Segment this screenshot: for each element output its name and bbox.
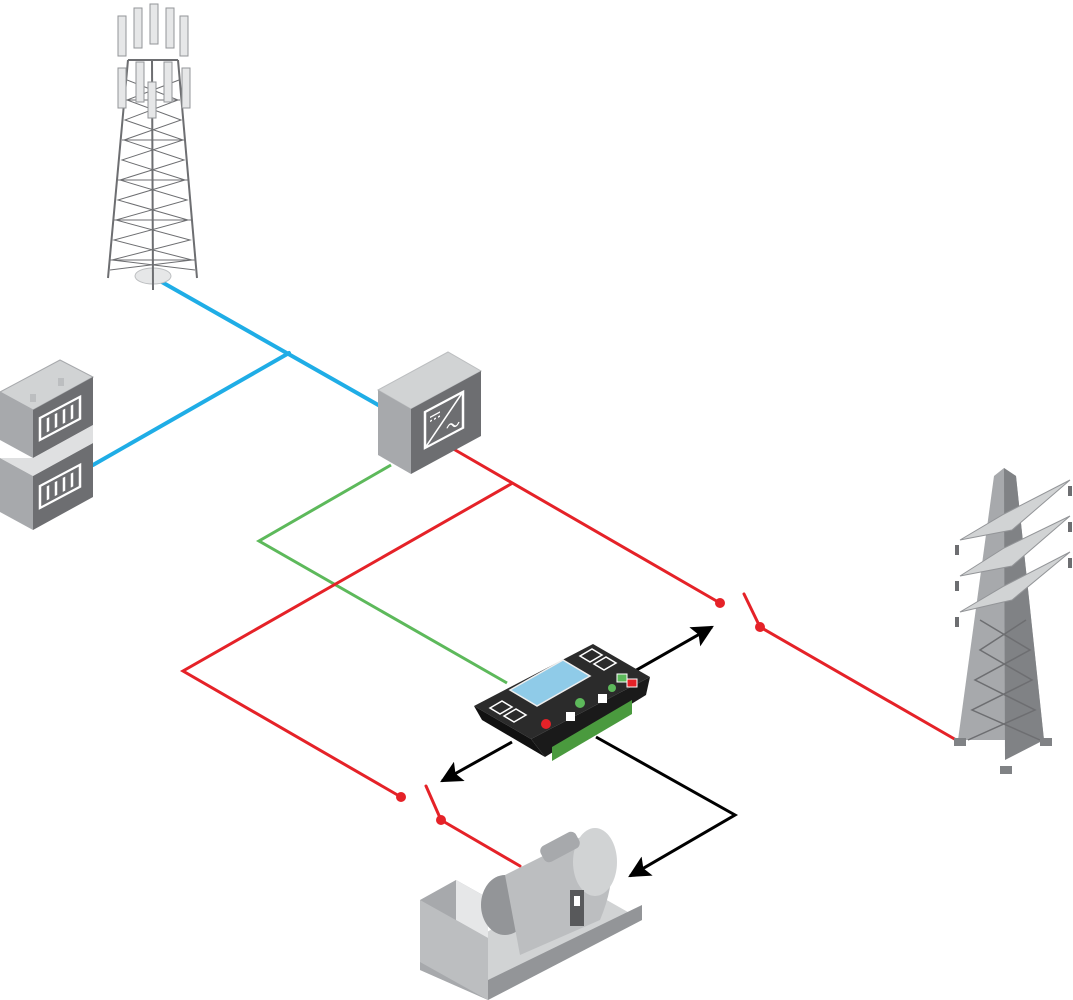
grid-breaker-contact-b [755, 622, 765, 632]
tower-to-inverter-line [158, 279, 382, 408]
power-pylon-icon [954, 468, 1072, 774]
ac-lines [179, 445, 960, 868]
cell-tower-icon [107, 3, 198, 291]
battery-to-junction-line [91, 351, 291, 467]
controller-to-generator-breaker-arrow [440, 740, 513, 783]
generator-breaker-contact-b [436, 815, 446, 825]
generator-breaker-blade [424, 784, 443, 822]
grid-breaker-blade [742, 592, 762, 629]
grid-breaker-to-pylon-line [758, 625, 960, 743]
breaker-contacts [396, 598, 765, 825]
battery-bank [0, 359, 95, 530]
inverter-to-generator-breaker-line [179, 482, 513, 799]
controller-icon [474, 644, 650, 761]
generator-breaker-contact-a [396, 792, 406, 802]
generator-icon [420, 828, 642, 1000]
control-arrows [440, 625, 739, 878]
inverter-to-controller-line [255, 463, 508, 685]
grid-breaker-contact-a [715, 598, 725, 608]
inverter-icon [376, 351, 483, 474]
generator-breaker-to-generator-line [439, 818, 522, 868]
controller-to-generator-arrow [595, 735, 739, 878]
battery-icon [0, 359, 95, 458]
inverter-to-grid-breaker-line [448, 445, 722, 605]
controller-to-grid-breaker-arrow [632, 625, 714, 674]
battery-icon [0, 425, 93, 530]
dc-lines [91, 279, 382, 467]
